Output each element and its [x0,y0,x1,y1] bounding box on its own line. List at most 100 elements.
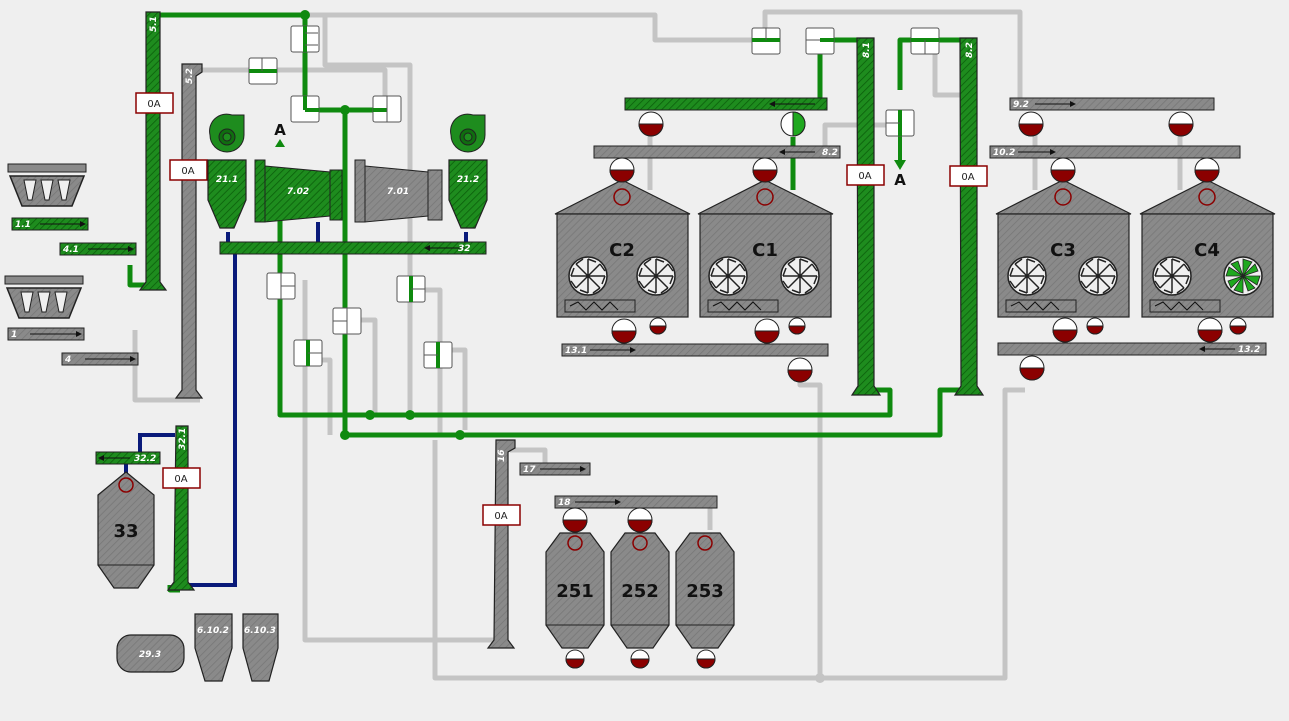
valve-11[interactable] [805,27,835,55]
elevator-32-1[interactable]: 32.1 [166,425,196,591]
gate-valve [649,317,667,335]
aeration-fan-icon [636,256,676,296]
conveyor-label: 17 [523,465,536,475]
dryer-7-02[interactable]: 7.02 [254,159,343,223]
conveyor-label: 1.1 [15,220,31,230]
silo-c4[interactable]: C4 [1139,179,1276,318]
valve-8[interactable] [293,339,323,367]
elevator-8-1[interactable]: 8.1 [850,37,882,396]
aeration-fan-icon [1152,256,1192,296]
fan-left[interactable] [209,113,245,153]
gate-valve [630,649,650,669]
conveyor-10-2[interactable]: 10.2 [989,145,1241,159]
conveyor-label: 32.2 [134,454,156,464]
bin-252[interactable]: 252 [610,532,670,649]
silo-label: C1 [752,240,778,261]
bin-label: 6.10.3 [244,626,276,636]
valve-9[interactable] [423,341,453,369]
conveyor-32-2[interactable]: 32.2 [95,451,161,465]
dryer-7-01[interactable]: 7.01 [354,159,443,223]
cyclone-21-2[interactable]: 21.2 [448,159,488,229]
aeration-fan-icon [708,256,748,296]
gate-valve [638,111,664,137]
valve-5[interactable] [266,272,296,300]
conveyor-label: 4 [64,355,71,365]
silo-c2[interactable]: C2 [554,179,691,318]
ammeter-8-1: 0A [846,164,885,186]
ammeter-5-2: 0A [169,159,208,181]
gate-valve [1019,355,1045,381]
tank-29-3[interactable]: 29.3 [116,634,185,673]
bin-label: 253 [686,581,724,602]
bin-label: 29.3 [139,650,161,660]
valve-1[interactable] [290,25,320,53]
bin-251[interactable]: 251 [545,532,605,649]
valve-10[interactable] [751,27,781,55]
conveyor-8-2[interactable]: 8.2 [593,145,841,159]
silo-label: C3 [1050,240,1076,261]
bin-33[interactable]: 33 [97,471,155,589]
intake-hopper-1 [7,163,87,207]
conveyor-label: 8.2 [822,148,838,158]
valve-12[interactable] [910,27,940,55]
junction-dots [300,10,465,440]
bin-253[interactable]: 253 [675,532,735,649]
gate-valve [1197,317,1223,343]
conveyor-32[interactable]: 32 [219,241,487,255]
elevator-label: 5.1 [149,16,159,32]
valve-7[interactable] [332,307,362,335]
gate-valve [565,649,585,669]
ammeter-8-2: 0A [949,165,988,187]
aeration-fan-running-icon [1223,256,1263,296]
silo-c1[interactable]: C1 [697,179,834,318]
valves[interactable] [248,25,940,369]
valve-2[interactable] [248,57,278,85]
ammeters: 0A 0A 0A 0A 0A 0A [135,92,988,526]
gate-valve [1052,317,1078,343]
conveyor-13-1[interactable]: 13.1 [561,343,829,357]
elevator-8-2[interactable]: 8.2 [953,37,985,396]
gate-valve [1194,157,1220,183]
cyclone-label: 21.2 [457,175,479,185]
conveyor-label: 32 [458,244,471,254]
gate-valve [696,649,716,669]
arrow-a-top: A [274,121,286,147]
gate-valves[interactable] [562,111,1247,669]
gate-valve [611,318,637,344]
gate-valve [627,507,653,533]
gate-valve [752,157,778,183]
bin-label: 6.10.2 [197,626,229,636]
hopper-6-10-3[interactable]: 6.10.3 [242,613,279,682]
gate-valve [609,157,635,183]
gate-valve [1229,317,1247,335]
elevator-16[interactable]: 16 [486,439,516,649]
cyclone-label: 21.1 [216,175,238,185]
ammeter-32-1: 0A [162,467,201,489]
ammeter-value: 0A [147,99,160,110]
conveyor-1[interactable]: 1 [7,327,85,341]
conveyor-4-1[interactable]: 4.1 [59,242,137,256]
elevator-5-1[interactable]: 5.1 [138,11,168,291]
gate-valve-open [780,111,806,137]
valve-3[interactable] [290,95,320,123]
gate-valve [787,357,813,383]
silo-c3[interactable]: C3 [995,179,1132,318]
cyclone-21-1[interactable]: 21.1 [207,159,247,229]
elevator-5-2[interactable]: 5.2 [174,63,204,399]
conveyor-13-2[interactable]: 13.2 [997,342,1267,356]
aeration-fan-icon [568,256,608,296]
gate-valve [562,507,588,533]
fan-right[interactable] [450,113,486,153]
gate-valve [754,318,780,344]
conveyor-4[interactable]: 4 [61,352,139,366]
valve-4[interactable] [372,95,402,123]
hopper-6-10-2[interactable]: 6.10.2 [194,613,233,682]
conveyor-17[interactable]: 17 [519,462,591,476]
valve-13[interactable] [885,109,915,137]
conveyor-top-c1[interactable] [624,97,828,111]
conveyor-1-1[interactable]: 1.1 [11,217,89,231]
conveyor-9-2[interactable]: 9.2 [1009,97,1215,111]
conveyor-18[interactable]: 18 [554,495,718,509]
valve-6[interactable] [396,275,426,303]
